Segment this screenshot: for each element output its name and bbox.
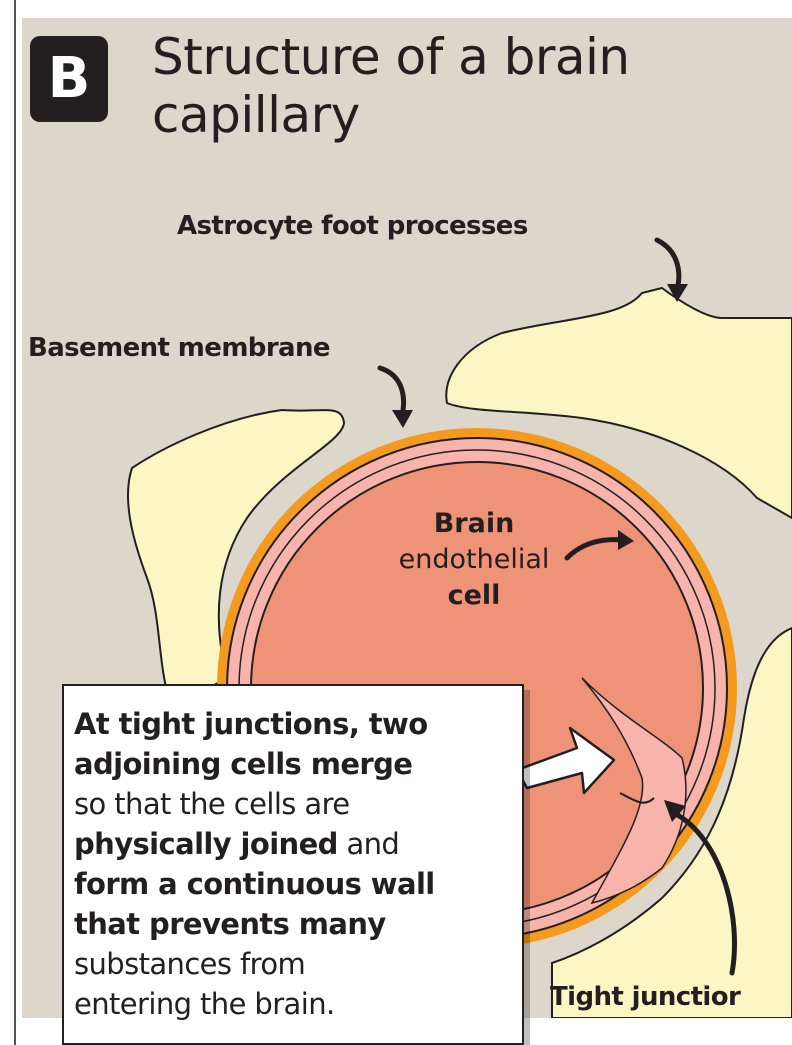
callout-line-1: At tight junctions, two [74,704,504,744]
endothelial-label-line-3: cell [374,578,574,614]
endothelial-label-line-1: Brain [374,506,574,542]
callout-line-7: substances from [74,944,504,984]
endothelial-label-line-2: endothelial [374,542,574,578]
callout-line-8: entering the brain. [74,984,504,1024]
callout-line-6: that prevents many [74,904,504,944]
callout-line-4: physically joined and [74,824,504,864]
basement-arrow [380,368,404,416]
page-divider-line [14,0,16,1045]
astrocyte-label: Astrocyte foot processes [177,211,528,241]
panel-badge: B [30,36,108,122]
basement-membrane-label: Basement membrane [28,333,330,363]
tight-junction-label: Tight junctior [550,982,740,1012]
figure-title: Structure of a brain capillary [152,28,772,144]
callout-line-5: form a continuous wall [74,864,504,904]
endothelial-cell-label: Brain endothelial cell [374,506,574,614]
callout-line-2: adjoining cells merge [74,744,504,784]
tight-junction-callout-box: At tight junctions, two adjoining cells … [62,684,524,1045]
basement-arrowhead [392,410,413,428]
astrocyte-arrow [657,240,679,290]
callout-line-4-rest: and [338,827,399,861]
page-margin [0,0,22,1045]
callout-emphasis: physically joined [74,827,338,861]
callout-line-3: so that the cells are [74,784,504,824]
callout-text: At tight junctions, two adjoining cells … [74,704,504,1024]
